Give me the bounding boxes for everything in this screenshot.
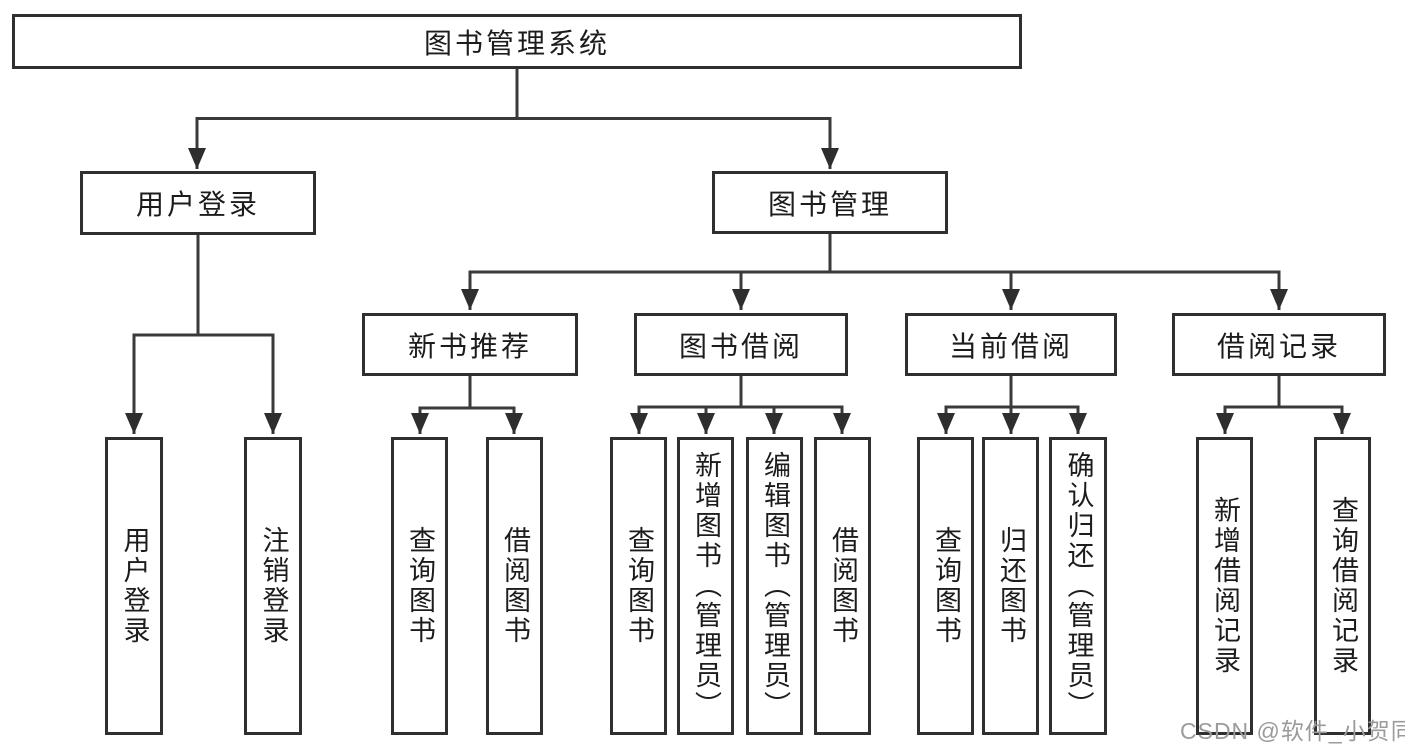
leaf-confirm-return-admin-label: 确认归还（管理员） xyxy=(1063,451,1094,721)
leaf-query-books-current: 查询图书 xyxy=(917,437,974,735)
leaf-query-books-recommend-label: 查询图书 xyxy=(405,526,435,646)
watermark: CSDN @软件_小贺同学 xyxy=(1180,718,1405,744)
leaf-return-books-label: 归还图书 xyxy=(996,526,1026,646)
node-borrow-record-label: 借阅记录 xyxy=(1216,330,1341,362)
leaf-confirm-return-admin: 确认归还（管理员） xyxy=(1049,437,1107,735)
node-book-borrow-label: 图书借阅 xyxy=(678,330,803,362)
leaf-user-login-label: 用户登录 xyxy=(119,526,150,646)
leaf-query-books-borrow: 查询图书 xyxy=(610,437,667,735)
leaf-query-borrow-record: 查询借阅记录 xyxy=(1314,437,1371,735)
leaf-query-books-current-label: 查询图书 xyxy=(931,526,961,646)
node-root-label: 图书管理系统 xyxy=(423,27,610,59)
leaf-user-login: 用户登录 xyxy=(105,437,163,735)
leaf-add-books-admin: 新增图书（管理员） xyxy=(677,437,734,735)
node-new-book-recommend: 新书推荐 xyxy=(362,313,578,376)
leaf-add-borrow-record: 新增借阅记录 xyxy=(1196,437,1253,735)
node-book-management-label: 图书管理 xyxy=(767,188,892,220)
leaf-query-books-borrow-label: 查询图书 xyxy=(624,526,654,646)
node-book-borrow: 图书借阅 xyxy=(634,313,848,376)
node-current-borrow-label: 当前借阅 xyxy=(948,330,1073,362)
leaf-query-borrow-record-label: 查询借阅记录 xyxy=(1328,496,1358,676)
node-new-book-recommend-label: 新书推荐 xyxy=(407,330,532,362)
leaf-edit-books-admin: 编辑图书（管理员） xyxy=(746,437,803,735)
node-root: 图书管理系统 xyxy=(12,14,1022,69)
leaf-add-books-admin-label: 新增图书（管理员） xyxy=(691,451,721,721)
leaf-borrow-books-recommend: 借阅图书 xyxy=(486,437,543,735)
leaf-logout-login: 注销登录 xyxy=(244,437,302,735)
leaf-logout-login-label: 注销登录 xyxy=(258,526,289,646)
leaf-return-books: 归还图书 xyxy=(982,437,1039,735)
leaf-query-books-recommend: 查询图书 xyxy=(391,437,448,735)
leaf-borrow-books-borrow: 借阅图书 xyxy=(814,437,871,735)
leaf-add-borrow-record-label: 新增借阅记录 xyxy=(1210,496,1240,676)
node-current-borrow: 当前借阅 xyxy=(905,313,1117,376)
node-book-management: 图书管理 xyxy=(712,171,948,234)
leaf-borrow-books-borrow-label: 借阅图书 xyxy=(828,526,858,646)
leaf-borrow-books-recommend-label: 借阅图书 xyxy=(500,526,530,646)
leaf-edit-books-admin-label: 编辑图书（管理员） xyxy=(760,451,790,721)
node-borrow-record: 借阅记录 xyxy=(1172,313,1386,376)
node-user-login-label: 用户登录 xyxy=(135,189,260,220)
node-user-login: 用户登录 xyxy=(80,171,316,235)
